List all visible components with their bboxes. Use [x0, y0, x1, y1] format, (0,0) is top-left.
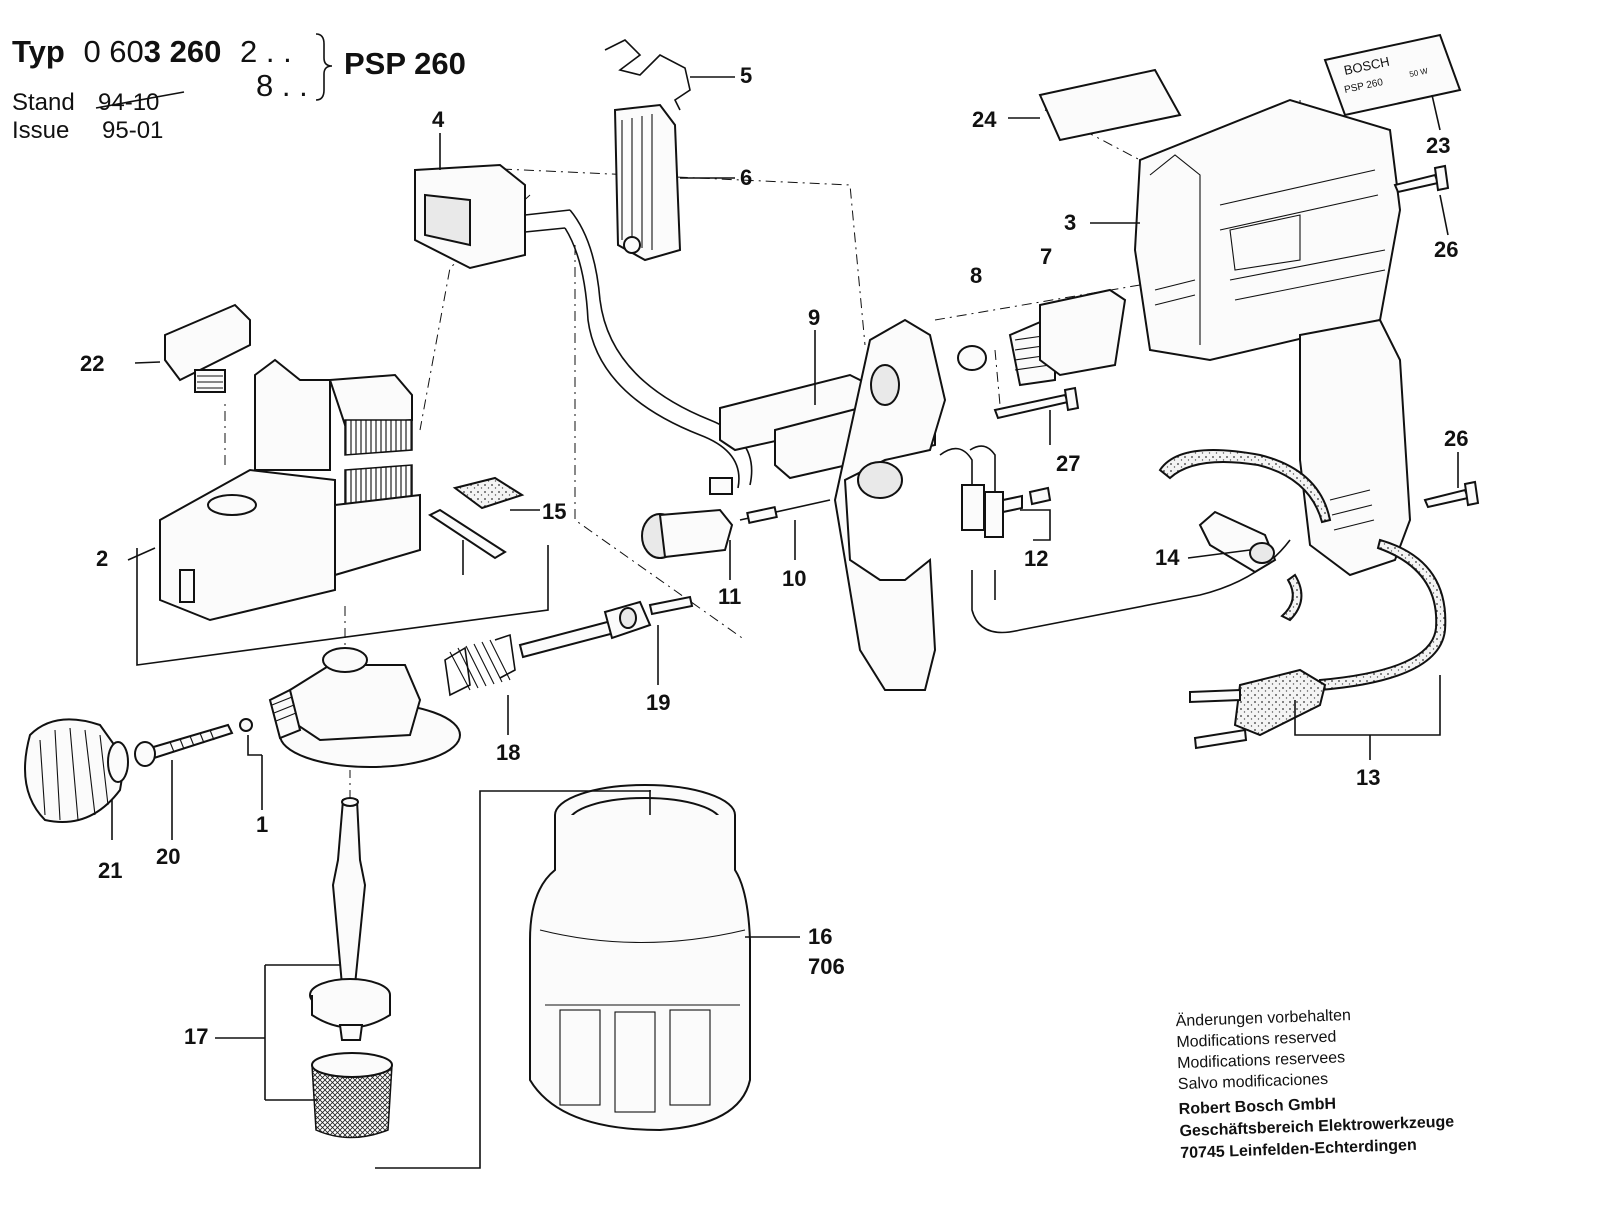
piston-19 — [518, 595, 694, 659]
callout-12: 12 — [1024, 546, 1048, 571]
valve-parts — [957, 288, 1127, 387]
note-line-2: Modifications reserved — [1176, 1029, 1337, 1052]
callout-27: 27 — [1056, 451, 1080, 476]
header-block: Typ 0 603 260 2 . . 8 . . PSP 260 Stand … — [12, 33, 466, 144]
callout-10: 10 — [782, 566, 806, 591]
pressure-knob — [164, 303, 251, 393]
typ-number-bold: 3 260 — [144, 34, 222, 69]
model-name: PSP 260 — [344, 46, 466, 81]
stand-label: Stand — [12, 89, 75, 116]
callout-4: 4 — [432, 107, 445, 132]
pump-lid — [239, 647, 461, 768]
callout-6: 6 — [740, 165, 752, 190]
terminal-block — [961, 484, 1052, 538]
callout-16: 16 — [808, 924, 832, 949]
switch-part — [641, 477, 734, 559]
callout-17: 17 — [184, 1024, 208, 1049]
callout-26-bottom: 26 — [1444, 426, 1468, 451]
main-cover — [1133, 98, 1412, 577]
note-address: 70745 Leinfelden-Echterdingen — [1180, 1137, 1417, 1162]
screw-27 — [993, 386, 1080, 420]
callout-20: 20 — [156, 844, 180, 869]
window-24 — [1038, 68, 1182, 142]
callout-13: 13 — [1356, 765, 1380, 790]
callout-19: 19 — [646, 690, 670, 715]
nameplate-23: BOSCH PSP 260 50 W — [1323, 33, 1462, 117]
callout-5: 5 — [740, 63, 752, 88]
suction-tube-17 — [309, 797, 393, 1139]
callout-8: 8 — [970, 263, 982, 288]
callout-1: 1 — [256, 812, 268, 837]
needle-20 — [134, 723, 234, 767]
callout-14: 14 — [1155, 545, 1180, 570]
callout-23: 23 — [1426, 133, 1450, 158]
note-line-4: Salvo modificaciones — [1178, 1071, 1329, 1093]
variant-brace — [315, 33, 333, 101]
callout-21: 21 — [98, 858, 122, 883]
callout-11: 11 — [718, 584, 741, 609]
callout-15: 15 — [542, 499, 566, 524]
typ-label: Typ — [12, 34, 65, 69]
callout-18: 18 — [496, 740, 520, 765]
rectifier-part — [613, 103, 682, 262]
callout-24: 24 — [972, 107, 997, 132]
handle-housing — [719, 318, 947, 691]
stand-strike-line — [95, 91, 185, 109]
note-line-3: Modifications reservees — [1177, 1049, 1346, 1072]
issue-value: 95-01 — [102, 117, 163, 144]
leader-lines — [111, 76, 1459, 1169]
pump-housing — [159, 358, 421, 622]
svg-text:Typ 0 603 260 2 .: Typ 0 603 260 2 . . — [12, 34, 292, 69]
callout-3: 3 — [1064, 210, 1076, 235]
typ-number-light: 0 60 — [83, 34, 143, 69]
screws-26 — [1393, 164, 1480, 509]
notes-block: Änderungen vorbehalten Modifications res… — [1175, 1006, 1454, 1162]
resistor-part — [739, 499, 831, 524]
variant-2: 8 . . — [256, 68, 308, 103]
issue-label: Issue — [12, 117, 69, 144]
callout-706: 706 — [808, 954, 845, 979]
callout-22: 22 — [80, 351, 104, 376]
callout-7: 7 — [1040, 244, 1052, 269]
nozzle-cap-21 — [24, 718, 129, 823]
spring-18 — [444, 633, 516, 697]
power-cord — [1158, 449, 1447, 750]
container-16 — [529, 784, 751, 1132]
callout-2: 2 — [96, 546, 108, 571]
note-line-1: Änderungen vorbehalten — [1175, 1006, 1351, 1030]
coil-part — [414, 163, 571, 270]
callout-26-top: 26 — [1434, 237, 1458, 262]
callout-9: 9 — [808, 305, 820, 330]
callouts: 1 2 3 4 5 6 7 8 9 10 11 12 13 14 15 16 7… — [80, 63, 1468, 1049]
nameplate-rating: 50 W — [1409, 66, 1430, 79]
filter-pad — [428, 476, 525, 560]
cable-sleeve — [1198, 510, 1277, 574]
note-company: Robert Bosch GmbH — [1178, 1096, 1336, 1118]
variant-1: 2 . . — [240, 34, 292, 69]
spring-clip — [604, 39, 691, 111]
